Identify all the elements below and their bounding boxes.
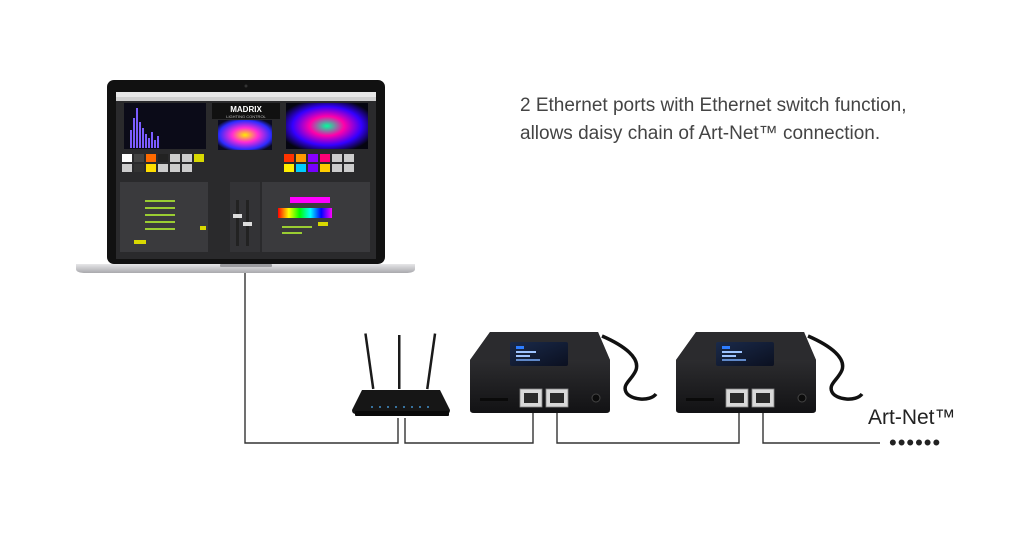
cable-node-2-to-artnet [763, 412, 880, 443]
router-antenna-left [364, 333, 374, 389]
laptop-camera [245, 85, 248, 88]
node-1-display [510, 342, 568, 366]
madrix-logo: MADRIX [230, 105, 262, 114]
node-1-antenna-cable [602, 336, 656, 399]
node-2-card-slot [686, 398, 714, 401]
router-antenna-center [398, 335, 401, 389]
cable-laptop-to-router [245, 272, 398, 443]
node-2-display [716, 342, 774, 366]
preview-center [218, 120, 272, 150]
caption-line-2: allows daisy chain of Art-Net™ connectio… [520, 120, 907, 148]
feature-caption: 2 Ethernet ports with Ethernet switch fu… [520, 92, 907, 148]
laptop: MADRIX LIGHTING CONTROL [76, 80, 415, 273]
node-2-power-jack [798, 394, 806, 402]
cable-router-to-node-1 [405, 412, 533, 443]
router [352, 333, 450, 416]
laptop-notch [220, 264, 272, 267]
artnet-continuation-dots: •••••• [889, 430, 941, 456]
router-body [352, 390, 450, 414]
node-1-power-jack [592, 394, 600, 402]
router-antenna-right [426, 333, 436, 389]
cable-node-1-to-node-2 [557, 412, 739, 443]
caption-line-1: 2 Ethernet ports with Ethernet switch fu… [520, 92, 907, 120]
madrix-tagline: LIGHTING CONTROL [226, 114, 266, 119]
artnet-output-label: Art-Net™ [868, 406, 956, 430]
artnet-node-1 [470, 332, 656, 413]
laptop-screen: MADRIX LIGHTING CONTROL [116, 92, 376, 259]
node-1-card-slot [480, 398, 508, 401]
artnet-node-2 [676, 332, 862, 413]
preview-right [286, 103, 368, 149]
node-2-antenna-cable [808, 336, 862, 399]
